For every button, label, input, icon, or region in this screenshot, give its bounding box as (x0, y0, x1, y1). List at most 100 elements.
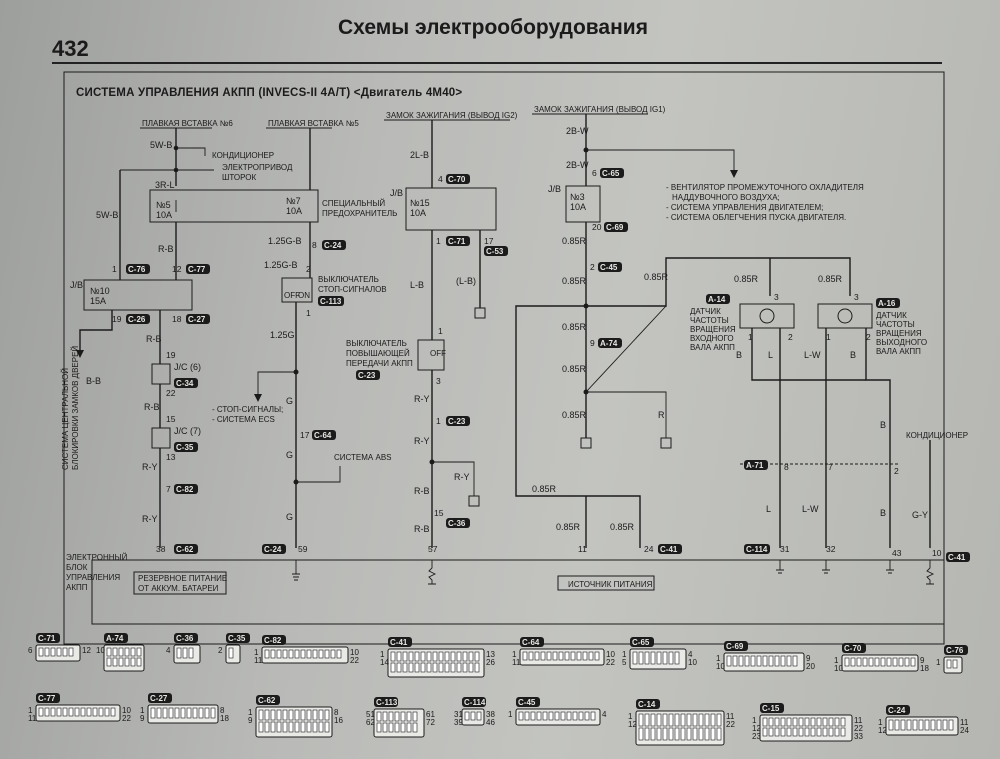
connector-pin-number: 23 (752, 732, 761, 741)
wire-label-rb-1: R-B (158, 244, 174, 254)
svg-text:C-71: C-71 (448, 237, 466, 246)
wire-label-g3: G (286, 512, 293, 522)
connector-pin-number: 11 (726, 712, 735, 721)
pin-1b: 1 (306, 308, 311, 318)
pin-31: 31 (780, 544, 790, 554)
wire-label-5wb-2: 5W-B (96, 210, 118, 220)
connector-pin-number: 39 (454, 718, 463, 727)
label-sens-in-2: ЧАСТОТЫ (690, 316, 729, 325)
connector-pin-number: 11 (854, 716, 863, 725)
connector-code: A-74 (104, 633, 128, 643)
wire-label-085r-2: 0.85R (562, 276, 587, 286)
ref-a71: A-71 (744, 460, 768, 470)
pin-3: 3 (436, 376, 441, 386)
jc7-block (151, 427, 171, 449)
svg-text:C-41: C-41 (948, 553, 966, 562)
label-sens-in-4: ВХОДНОГО (690, 334, 734, 343)
connector-pin-number: 12 (752, 724, 761, 733)
connector-face: C-364 (166, 633, 201, 664)
label-central-lock-2: БЛОКИРОВКИ ЗАМКОВ ДВЕРЕЙ (71, 346, 80, 470)
ref-c24: C-24 (322, 240, 346, 250)
connector-pin-number: 1 (140, 706, 145, 715)
svg-text:C-45: C-45 (600, 263, 618, 272)
terminal-r (660, 437, 672, 449)
svg-text:C-65: C-65 (632, 638, 650, 647)
svg-text:C-36: C-36 (448, 519, 466, 528)
svg-text:C-76: C-76 (128, 265, 146, 274)
wire-label-gy: G-Y (912, 510, 928, 520)
pin-57: 57 (428, 544, 438, 554)
connector-face: C-352 (218, 633, 250, 664)
connector-pin-number: 20 (806, 662, 815, 671)
ref-c41: C-41 (658, 544, 682, 554)
svg-text:C-82: C-82 (264, 636, 282, 645)
svg-text:C-53: C-53 (486, 247, 504, 256)
connector-pin-number: 1 (878, 718, 883, 727)
arrow-central-lock (76, 350, 84, 358)
connector-pin-number: 1 (28, 706, 33, 715)
svg-text:A-74: A-74 (106, 634, 124, 643)
connector-pin-number: 51 (366, 710, 375, 719)
connector-code: C-27 (148, 693, 172, 703)
label-abs: СИСТЕМА ABS (334, 453, 392, 462)
ref-c77: C-77 (186, 264, 210, 274)
wire-to-fan (586, 149, 735, 170)
label-ecu-4: АКПП (66, 583, 88, 592)
jb-label: J/B (70, 280, 83, 290)
connector-pin-number: 1 (248, 708, 253, 717)
connector-pin-number: 1 (752, 716, 757, 725)
wire-label-3rl: 3R-L (155, 180, 175, 190)
connector-pin-number: 4 (602, 710, 607, 719)
svg-text:C-77: C-77 (38, 694, 56, 703)
wire-label-lw-2: L-W (802, 504, 819, 514)
ref-c70: C-70 (446, 174, 470, 184)
ref-a74: A-74 (598, 338, 622, 348)
ref-c114: C-114 (744, 544, 770, 554)
wire-label-2bw-2: 2B-W (566, 160, 589, 170)
ref-c82: C-82 (174, 484, 198, 494)
pin-3-in: 3 (774, 292, 779, 302)
wire-label-ry-2: R-Y (142, 514, 158, 524)
svg-text:C-114: C-114 (746, 545, 768, 554)
pin-3-out: 3 (854, 292, 859, 302)
label-stop-switch-2: СТОП-СИГНАЛОВ (318, 285, 387, 294)
label-curtain-2: ШТОРОК (222, 173, 256, 182)
pin-38: 38 (156, 544, 166, 554)
connector-code: C-65 (630, 637, 654, 647)
label-backup-2: ОТ АККУМ. БАТАРЕИ (138, 584, 219, 593)
wire-label-rb-5: R-B (414, 524, 430, 534)
connector-code: C-36 (174, 633, 198, 643)
ecu-block (91, 559, 945, 625)
connector-code: C-45 (516, 697, 540, 707)
ground-symbols (292, 560, 935, 585)
svg-text:C-35: C-35 (176, 443, 194, 452)
connector-pin-number: 1 (628, 712, 633, 721)
fuse-15: №15 (410, 198, 430, 208)
label-stop-lamps: - СТОП-СИГНАЛЫ; (212, 405, 283, 414)
label-ign-ig2: ЗАМОК ЗАЖИГАНИЯ (ВЫВОД IG2) (386, 111, 518, 120)
svg-text:C-70: C-70 (844, 644, 862, 653)
svg-text:C-69: C-69 (726, 642, 744, 651)
label-ecu-2: БЛОК (66, 563, 88, 572)
label-fuse6: ПЛАВКАЯ ВСТАВКА №6 (142, 119, 233, 128)
wire-label-085r-9: 0.85R (610, 522, 635, 532)
wire-label-ry-1: R-Y (142, 462, 158, 472)
svg-text:C-27: C-27 (188, 315, 206, 324)
svg-text:A-74: A-74 (600, 339, 618, 348)
svg-text:C-23: C-23 (358, 371, 376, 380)
pin-2c: 2 (894, 466, 899, 476)
connector-code: C-62 (256, 695, 280, 705)
wire-bb (79, 310, 113, 350)
wire-label-r: R (658, 410, 665, 420)
ref-c27: C-27 (186, 314, 210, 324)
pin-13: 13 (166, 452, 176, 462)
pin-22: 22 (166, 388, 176, 398)
pin-15: 15 (166, 414, 176, 424)
connector-pin-number: 9 (248, 716, 253, 725)
connector-pin-number: 9 (806, 654, 811, 663)
